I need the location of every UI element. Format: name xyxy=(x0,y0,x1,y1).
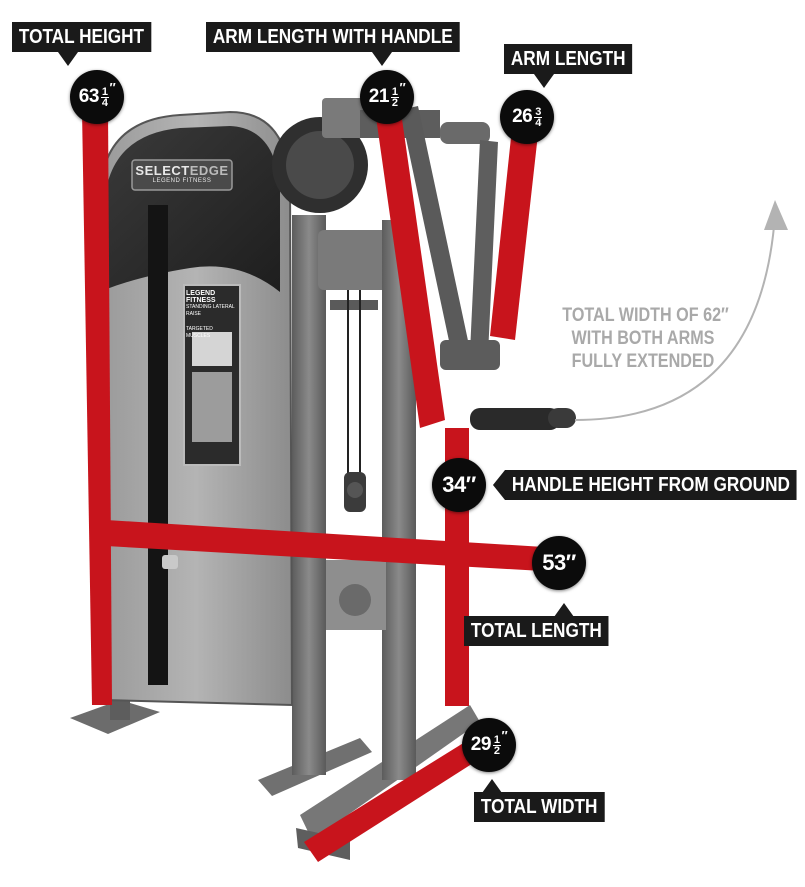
machine-base xyxy=(70,680,480,860)
logo-select: SELECT xyxy=(135,163,190,178)
total-height-bar xyxy=(82,110,112,705)
dimension-bars xyxy=(82,105,560,862)
badge-total-height-whole: 63 xyxy=(78,86,100,107)
arm-length-bar xyxy=(490,128,538,340)
pointer-total-height xyxy=(58,52,78,66)
label-total-height: TOTAL HEIGHT xyxy=(12,22,151,52)
weight-stack-shroud xyxy=(98,110,294,707)
note-line-1: TOTAL WIDTH OF 62″ xyxy=(562,305,729,326)
label-arm-length-with-handle: ARM LENGTH WITH HANDLE xyxy=(206,22,460,52)
logo-sub: LEGEND FITNESS xyxy=(152,178,212,184)
pointer-arm-length-with-handle xyxy=(372,52,392,66)
note-line-2: WITH BOTH ARMS xyxy=(571,328,715,349)
total-length-bar xyxy=(106,520,560,572)
badge-total-length: 53″ xyxy=(532,536,586,590)
label-total-length: TOTAL LENGTH xyxy=(464,616,609,646)
machine-arm xyxy=(272,98,576,430)
machine-frame xyxy=(292,215,416,780)
placard-brand: LEGEND FITNESS xyxy=(186,290,216,304)
placard-sub: TARGETED MUSCLES xyxy=(186,326,213,339)
placard-text: LEGEND FITNESS STANDING LATERAL RAISE TA… xyxy=(186,290,238,340)
badge-handle-height: 34″ xyxy=(432,458,486,512)
label-handle-height: HANDLE HEIGHT FROM GROUND xyxy=(492,470,797,500)
label-total-width: TOTAL WIDTH xyxy=(474,792,605,822)
label-arm-length: ARM LENGTH xyxy=(504,44,633,74)
note-line-3: FULLY EXTENDED xyxy=(571,351,715,372)
total-width-bar xyxy=(304,742,478,862)
extended-width-arrow xyxy=(574,200,788,421)
pointer-arm-length xyxy=(534,74,554,88)
pointer-total-length xyxy=(554,603,574,617)
logo-edge: EDGE xyxy=(189,163,229,178)
pointer-total-width xyxy=(482,779,502,793)
arm-length-handle-bar xyxy=(375,105,445,428)
logo: SELECTEDGE LEGEND FITNESS xyxy=(134,163,230,185)
placard-title: STANDING LATERAL RAISE xyxy=(186,304,235,317)
extended-width-note: TOTAL WIDTH OF 62″ WITH BOTH ARMS FULLY … xyxy=(562,304,729,373)
